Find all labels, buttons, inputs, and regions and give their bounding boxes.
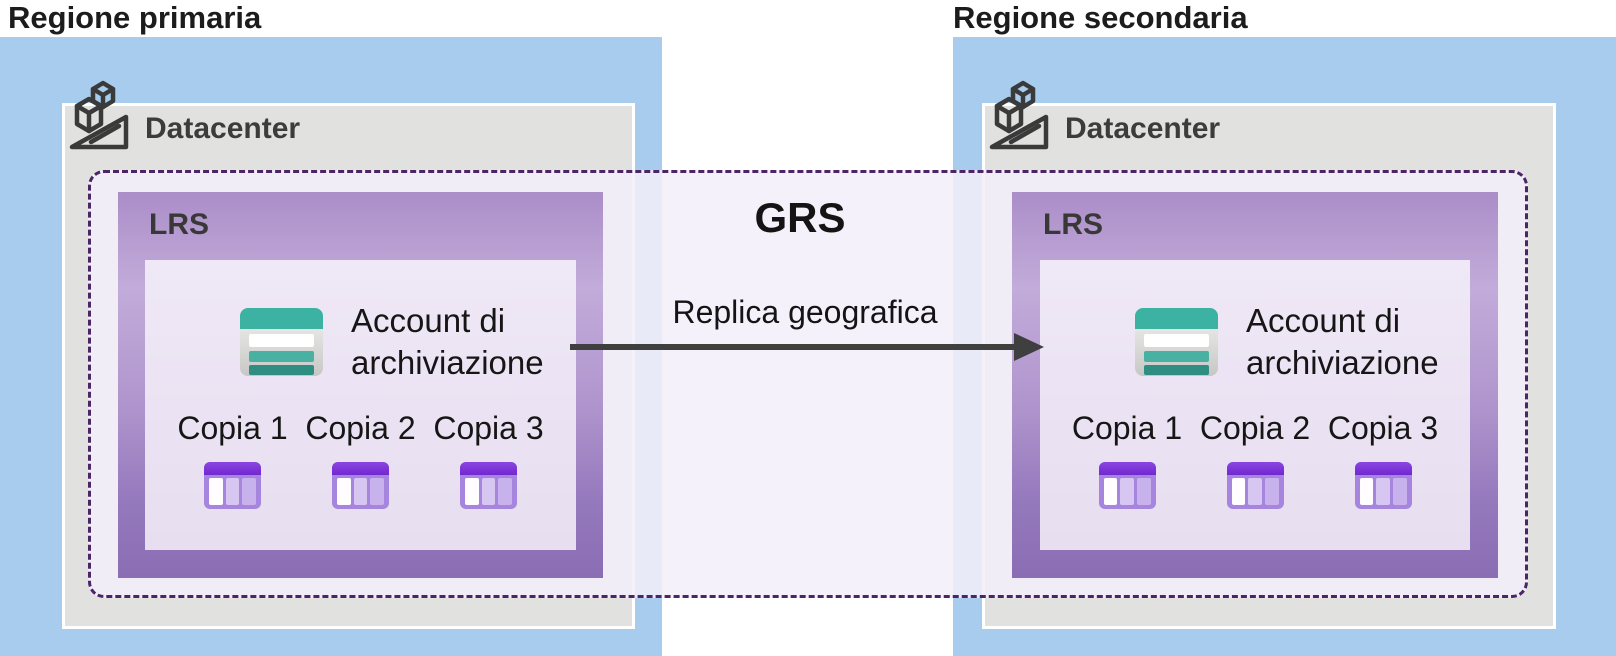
- datacenter-label: Datacenter: [1065, 112, 1221, 145]
- storage-account-icon: [240, 308, 323, 376]
- storage-account-row: Account di archiviazione: [1040, 300, 1470, 384]
- geo-replication-label: Replica geografica: [672, 294, 938, 330]
- copy-item: Copia 2: [301, 410, 421, 509]
- replication-arrow-head: [1014, 333, 1044, 361]
- storage-account-icon: [1135, 308, 1218, 376]
- copy-label: Copia 3: [433, 410, 544, 446]
- grs-title: GRS: [754, 194, 846, 241]
- copy-label: Copia 1: [177, 410, 288, 446]
- secondary-storage-panel: Account di archiviazione Copia 1 Copia 2: [1040, 260, 1470, 550]
- datacenter-icon: [989, 80, 1049, 150]
- secondary-lrs-box: LRS Account di archiviazione Copia 1 Cop…: [1012, 192, 1498, 578]
- lrs-label: LRS: [1043, 208, 1103, 241]
- primary-lrs-box: LRS Account di archiviazione Copia 1 Cop…: [118, 192, 603, 578]
- copy-item: Copia 1: [173, 410, 293, 509]
- storage-account-label: Account di archiviazione: [1246, 302, 1439, 381]
- copy-table-icon: [1354, 462, 1412, 509]
- storage-account-row: Account di archiviazione: [145, 300, 576, 384]
- copy-item: Copia 3: [429, 410, 549, 509]
- copy-table-icon: [332, 462, 389, 509]
- copy-label: Copia 3: [1327, 410, 1439, 446]
- copy-label: Copia 2: [305, 410, 416, 446]
- copy-table-icon: [1226, 462, 1284, 509]
- copy-item: Copia 1: [1067, 410, 1187, 509]
- copies-row: Copia 1 Copia 2 Copia 3: [145, 410, 576, 509]
- datacenter-label: Datacenter: [145, 112, 301, 145]
- copies-row: Copia 1 Copia 2 Copia 3: [1040, 410, 1470, 509]
- copy-label: Copia 1: [1071, 410, 1183, 446]
- copy-item: Copia 2: [1195, 410, 1315, 509]
- copy-table-icon: [460, 462, 517, 509]
- copy-table-icon: [1098, 462, 1156, 509]
- lrs-label: LRS: [149, 208, 209, 241]
- copy-table-icon: [204, 462, 261, 509]
- primary-storage-panel: Account di archiviazione Copia 1 Copia 2: [145, 260, 576, 550]
- copy-item: Copia 3: [1323, 410, 1443, 509]
- replication-arrow-line: [570, 344, 1018, 350]
- storage-account-label: Account di archiviazione: [351, 302, 544, 381]
- datacenter-icon: [69, 80, 129, 150]
- secondary-region-title: Regione secondaria: [953, 0, 1248, 35]
- primary-region-title: Regione primaria: [8, 0, 262, 35]
- copy-label: Copia 2: [1199, 410, 1311, 446]
